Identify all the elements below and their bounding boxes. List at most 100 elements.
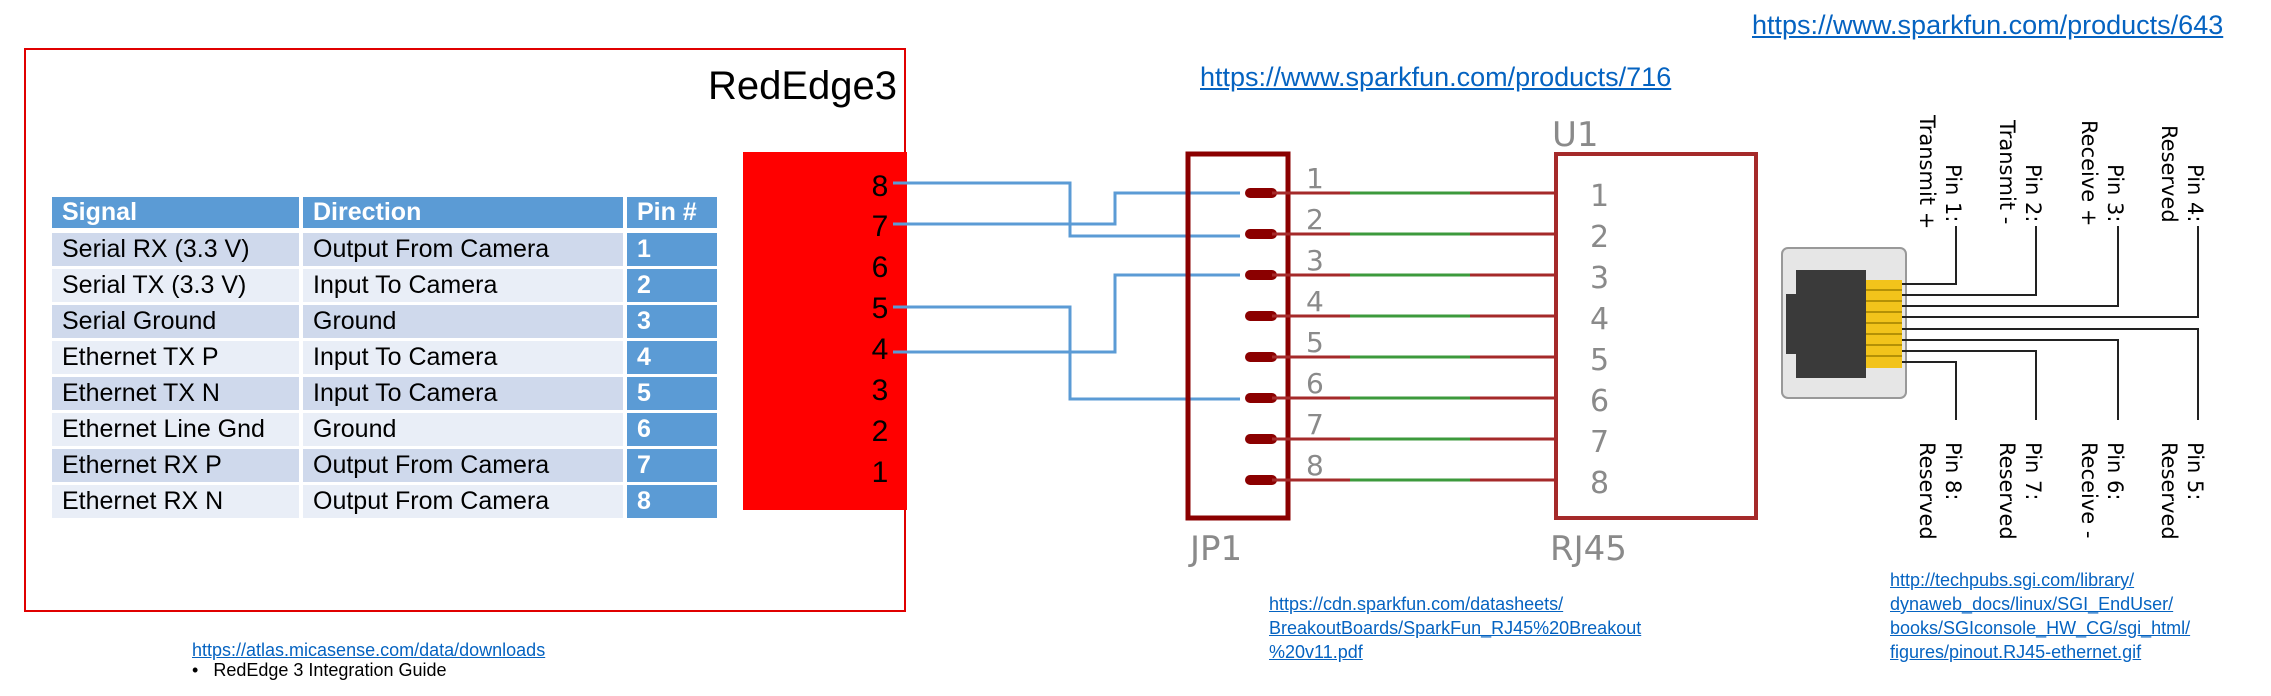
signal-cell: Serial Ground <box>52 305 299 338</box>
jack-pin-number: 4 <box>1590 302 1609 337</box>
column-header-pin: Pin # <box>627 197 717 230</box>
wire-7-to-1 <box>893 191 1240 226</box>
bullet-icon: • <box>192 660 199 680</box>
jack-pin-number: 5 <box>1590 343 1609 378</box>
pinout-label-pin3: Pin 3: <box>2103 164 2127 222</box>
atlas-downloads-link[interactable]: https://atlas.micasense.com/data/downloa… <box>192 640 546 660</box>
direction-cell: Output From Camera <box>303 485 623 518</box>
camera-connector-block <box>743 152 907 510</box>
connector-pin-label: 6 <box>872 251 889 284</box>
pin-cell: 1 <box>627 233 717 266</box>
pinout-label-pin5: Pin 5: <box>2183 442 2207 500</box>
pinout-leader-lines <box>1902 226 2199 420</box>
direction-cell: Input To Camera <box>303 341 623 374</box>
camera-connector-pins: 8 7 6 5 4 3 2 1 <box>872 170 889 489</box>
connector-pin-label: 1 <box>872 456 889 489</box>
header-pin-numbers: 1 2 3 4 5 6 7 8 <box>1306 162 1324 482</box>
table-header-row: Signal Direction Pin # <box>52 197 717 230</box>
pinout-label-pin8: Pin 8: <box>1941 442 1965 500</box>
link-line[interactable]: figures/pinout.RJ45-ethernet.gif <box>1890 642 2142 662</box>
pinout-top-labels: Pin 1: Transmit + Pin 2: Transmit - Pin … <box>1915 114 2207 229</box>
header-pin-number: 5 <box>1306 326 1324 359</box>
sgi-pinout-link[interactable]: http://techpubs.sgi.com/library/ dynaweb… <box>1890 568 2190 664</box>
link-line[interactable]: http://techpubs.sgi.com/library/ <box>1890 570 2135 590</box>
signal-cell: Serial RX (3.3 V) <box>52 233 299 266</box>
header-pin-number: 7 <box>1306 408 1324 441</box>
pin-cell: 7 <box>627 449 717 482</box>
pin-cell: 5 <box>627 377 717 410</box>
header-pin-number: 8 <box>1306 449 1324 482</box>
integration-guide-bullet: • RedEdge 3 Integration Guide <box>192 660 447 681</box>
header-pin-number: 3 <box>1306 244 1324 277</box>
pinout-desc-pin8: Reserved <box>1915 442 1939 540</box>
jack-pin-number: 3 <box>1590 261 1609 296</box>
bullet-text: RedEdge 3 Integration Guide <box>213 660 447 680</box>
pinout-desc-pin1: Transmit + <box>1915 114 1939 229</box>
pinout-desc-pin5: Reserved <box>2157 442 2181 540</box>
pinout-desc-pin2: Transmit - <box>1995 119 2019 224</box>
jp1-header-outline <box>1185 151 1291 521</box>
header-pin-number: 1 <box>1306 162 1324 195</box>
signal-cell: Ethernet TX N <box>52 377 299 410</box>
pcb-traces <box>1272 191 1556 482</box>
connector-pin-label: 5 <box>872 292 889 325</box>
wire-8-to-2 <box>893 181 1240 238</box>
pinout-label-pin6: Pin 6: <box>2103 442 2127 500</box>
direction-cell: Ground <box>303 413 623 446</box>
pinout-desc-pin7: Reserved <box>1995 442 2019 540</box>
pinout-bottom-labels: Pin 8: Reserved Pin 7: Reserved Pin 6: R… <box>1915 442 2207 540</box>
blue-wires <box>893 181 1240 401</box>
rj45-footprint-outline <box>1554 152 1758 520</box>
jack-pin-number: 8 <box>1590 466 1609 501</box>
sparkfun-716-link[interactable]: https://www.sparkfun.com/products/716 <box>1200 62 1672 92</box>
direction-cell: Input To Camera <box>303 269 623 302</box>
signal-cell: Ethernet RX N <box>52 485 299 518</box>
jp1-header-pads <box>1245 188 1277 485</box>
column-header-signal: Signal <box>52 197 299 230</box>
direction-cell: Output From Camera <box>303 449 623 482</box>
pin-cell: 8 <box>627 485 717 518</box>
camera-title: RedEdge3 <box>708 64 898 108</box>
pin-cell: 6 <box>627 413 717 446</box>
link-line[interactable]: books/SGIconsole_HW_CG/sgi_html/ <box>1890 618 2191 638</box>
pin-cell: 3 <box>627 305 717 338</box>
header-pin-number: 2 <box>1306 203 1324 236</box>
jack-pin-number: 6 <box>1590 384 1609 419</box>
connector-pin-label: 7 <box>872 210 889 243</box>
jp1-label: JP1 <box>1188 529 1242 569</box>
link-line[interactable]: dynaweb_docs/linux/SGI_EndUser/ <box>1890 594 2174 614</box>
pinout-desc-pin3: Receive + <box>2077 120 2101 227</box>
jack-pin-number: 1 <box>1590 179 1609 214</box>
connector-pin-label: 3 <box>872 374 889 407</box>
connector-pin-label: 2 <box>872 415 889 448</box>
connector-pin-label: 4 <box>872 333 889 366</box>
connector-pin-label: 8 <box>872 170 889 203</box>
sparkfun-643-link[interactable]: https://www.sparkfun.com/products/643 <box>1752 10 2224 40</box>
pinout-label-pin4: Pin 4: <box>2183 164 2207 222</box>
link-line[interactable]: BreakoutBoards/SparkFun_RJ45%20Breakout <box>1269 618 1642 638</box>
direction-cell: Output From Camera <box>303 233 623 266</box>
pinout-desc-pin6: Receive - <box>2077 442 2101 538</box>
u1-designator: U1 <box>1552 115 1599 155</box>
jack-pin-number: 2 <box>1590 220 1609 255</box>
direction-cell: Ground <box>303 305 623 338</box>
signal-cell: Serial TX (3.3 V) <box>52 269 299 302</box>
signal-cell: Ethernet RX P <box>52 449 299 482</box>
link-line[interactable]: https://cdn.sparkfun.com/datasheets/ <box>1269 594 1564 614</box>
pinout-label-pin7: Pin 7: <box>2021 442 2045 500</box>
pinout-desc-pin4: Reserved <box>2157 125 2181 223</box>
rj45-jack-icon <box>1781 247 1907 399</box>
pinout-label-pin2: Pin 2: <box>2021 164 2045 222</box>
column-header-direction: Direction <box>303 197 623 230</box>
link-line[interactable]: %20v11.pdf <box>1269 642 1363 662</box>
direction-cell: Input To Camera <box>303 377 623 410</box>
sparkfun-datasheet-link[interactable]: https://cdn.sparkfun.com/datasheets/ Bre… <box>1269 592 1641 664</box>
header-pin-number: 4 <box>1306 285 1324 318</box>
